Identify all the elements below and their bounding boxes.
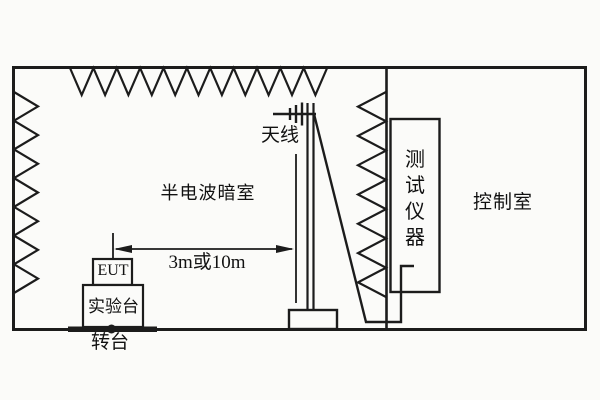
mast-base [287, 308, 339, 331]
antenna-label: 天线 [260, 125, 299, 146]
antenna-elements-icon [288, 102, 304, 126]
antenna-cable [312, 113, 414, 324]
turntable-pivot-icon [107, 324, 116, 334]
bench-box [81, 283, 145, 329]
control-room-label: 控制室 [472, 192, 533, 213]
instrument-box [389, 117, 441, 294]
distance-dimension-arrow [114, 245, 294, 253]
instrument-label: 测 试 仪 器 [390, 147, 440, 251]
turntable-label: 转台 [90, 332, 129, 353]
bench-label: 实验台 [88, 297, 139, 316]
instrument-label-char: 试 [405, 175, 425, 197]
instrument-label-char: 测 [405, 149, 425, 171]
antenna-mast [306, 103, 315, 311]
distance-label: 3m或10m [168, 252, 246, 273]
chamber-label: 半电波暗室 [160, 183, 256, 203]
absorber-divider [355, 91, 389, 298]
instrument-label-char: 器 [405, 227, 425, 249]
eut-label: EUT [97, 262, 129, 279]
absorber-left [11, 91, 41, 294]
absorber-top [68, 65, 329, 98]
instrument-label-char: 仪 [405, 201, 425, 223]
